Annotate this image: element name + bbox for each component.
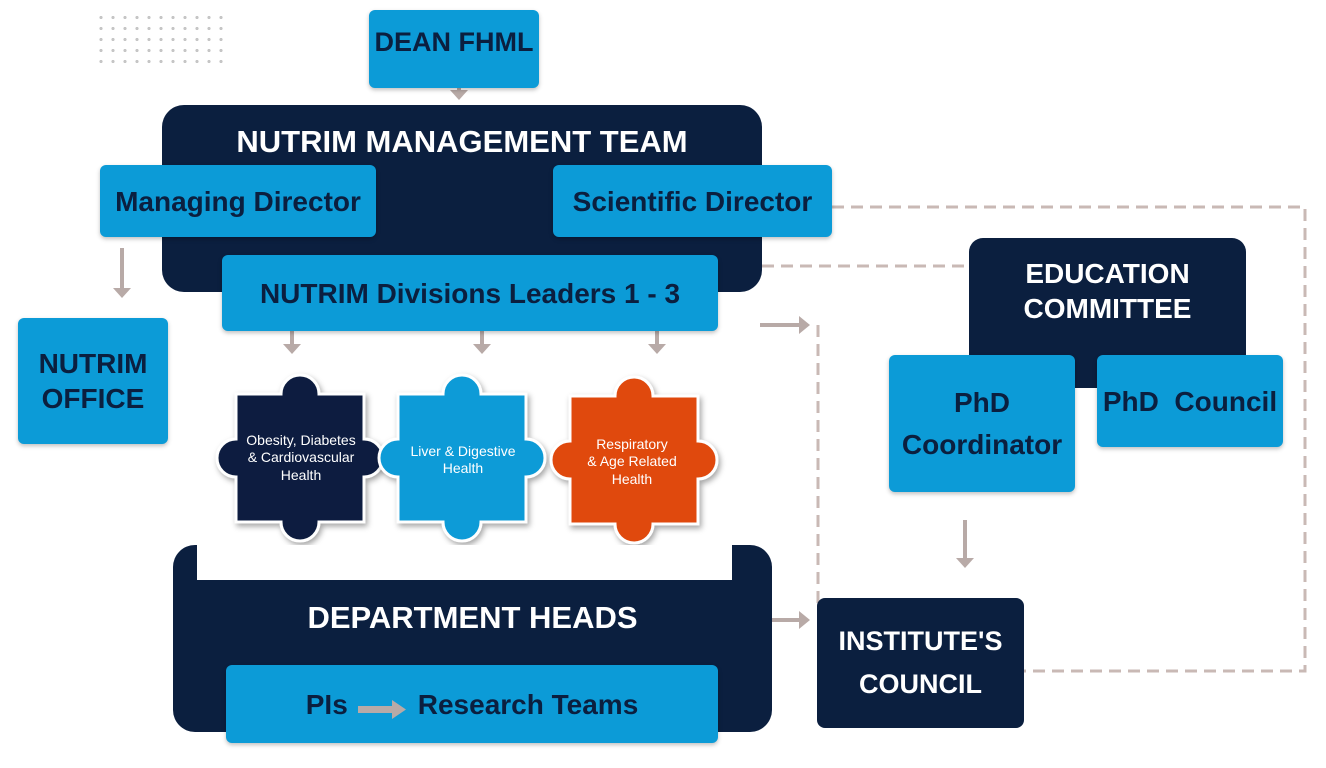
division-1-label-box: Obesity, Diabetes & Cardiovascular Healt… [222,418,380,498]
division-2-label: Liver & Digestive Health [410,442,516,477]
dean-label: DEAN FHML [374,27,534,57]
department-heads-notch [197,545,732,580]
phd-council-box: PhD Council [1097,355,1283,447]
division-3-label-box: Respiratory & Age Related Health [553,422,711,502]
dean-box: DEAN FHML [369,10,539,88]
arrow-divisions-to-council [760,316,810,334]
decorative-dot-grid [95,12,225,67]
division-1-label: Obesity, Diabetes & Cardiovascular Healt… [246,431,356,483]
nutrim-office-box: NUTRIM OFFICE [18,318,168,444]
dashed-line-scientific-to-council [832,205,1307,673]
scientific-director-label: Scientific Director [572,185,813,217]
puzzle-piece-3 [549,375,719,545]
department-heads-title: DEPARTMENT HEADS [307,600,638,635]
management-team-title: NUTRIM MANAGEMENT TEAM [236,124,688,159]
division-2-label-box: Liver & Digestive Health [384,430,542,490]
managing-director-label: Managing Director [115,185,361,217]
arrow-managing-to-office [113,248,131,298]
scientific-director-box: Scientific Director [553,165,832,237]
puzzle-piece-2 [377,373,547,543]
division-leaders-label: NUTRIM Divisions Leaders 1 - 3 [259,277,681,309]
phd-coordinator-label: PhD Coordinator [901,386,1063,460]
phd-council-label: PhD Council [1102,385,1278,417]
arrow-right-icon [354,693,412,719]
arrow-department-to-council [772,611,810,629]
nutrim-office-label: NUTRIM OFFICE [38,348,148,414]
institutes-council-label: INSTITUTE'S COUNCIL [838,625,1003,699]
pis-label: PIs [305,688,348,720]
phd-coordinator-box: PhD Coordinator [889,355,1075,492]
education-committee-title: EDUCATION COMMITTEE [1023,258,1192,324]
division-leaders-box: NUTRIM Divisions Leaders 1 - 3 [222,255,718,331]
research-teams-box: PIs Research Teams [226,665,718,743]
arrow-coordinator-to-council [956,520,974,568]
division-3-label: Respiratory & Age Related Health [587,435,677,487]
research-teams-label: Research Teams [417,688,639,720]
managing-director-box: Managing Director [100,165,376,237]
institutes-council-box: INSTITUTE'S COUNCIL [817,598,1024,728]
puzzle-piece-1 [215,373,385,543]
